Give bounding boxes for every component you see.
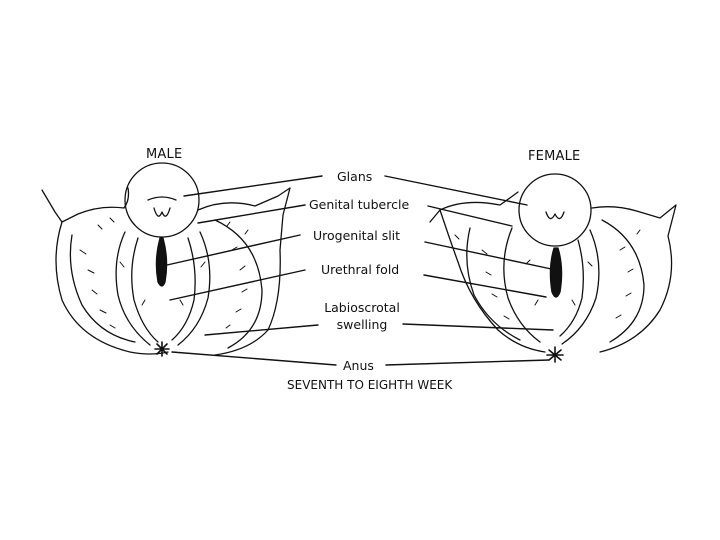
- label-urethral-fold: Urethral fold: [321, 262, 400, 277]
- label-anus: Anus: [343, 358, 374, 373]
- female-figure: [429, 173, 677, 363]
- male-figure: [41, 162, 291, 357]
- label-genital-tubercle: Genital tubercle: [309, 197, 410, 212]
- label-labioscrotal-line2: swelling: [336, 317, 388, 332]
- label-labioscrotal-line1: Labioscrotal: [324, 300, 400, 315]
- figure-caption: SEVENTH TO EIGHTH WEEK: [287, 378, 453, 392]
- male-heading: MALE: [146, 147, 183, 162]
- label-glans: Glans: [337, 169, 373, 184]
- label-urogenital-slit: Urogenital slit: [313, 228, 401, 243]
- female-heading: FEMALE: [528, 149, 581, 164]
- leader-lines: [166, 175, 557, 366]
